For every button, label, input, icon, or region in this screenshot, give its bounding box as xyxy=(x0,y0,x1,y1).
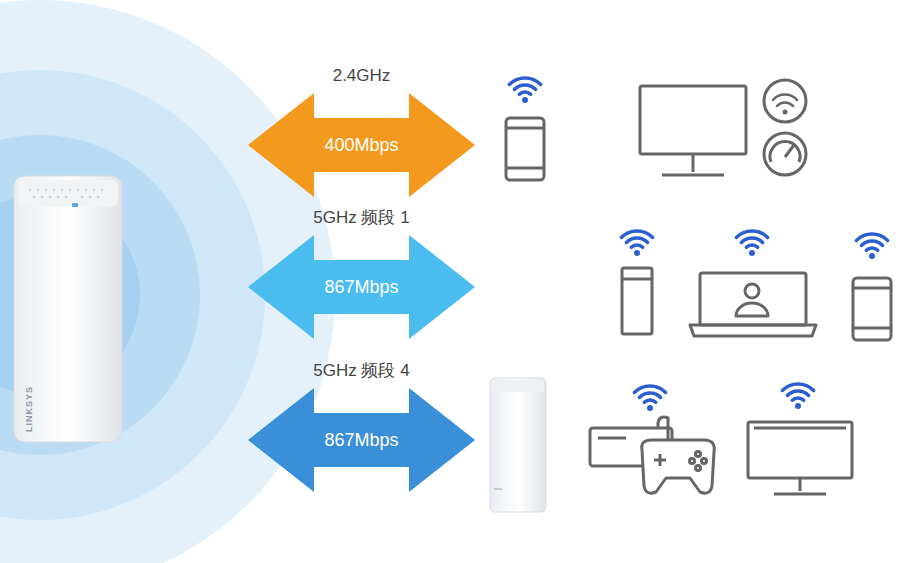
band-arrow: 5GHz 频段 1 867Mbps xyxy=(248,207,475,339)
device-details xyxy=(773,95,797,115)
coverage-ring xyxy=(0,70,265,520)
band-label: 2.4GHz xyxy=(248,65,475,87)
satellite-unit xyxy=(490,378,546,512)
band-arrow: 2.4GHz 400Mbps xyxy=(248,65,475,197)
band-label: 5GHz 频段 1 xyxy=(248,207,475,229)
coverage-ring xyxy=(0,135,200,455)
router-unit xyxy=(14,176,122,442)
band-arrow: 5GHz 频段 4 867Mbps xyxy=(248,360,475,492)
wifi-symbol xyxy=(509,78,887,411)
speed-value: 400Mbps xyxy=(324,135,398,156)
device-icons xyxy=(506,80,891,494)
band-label: 5GHz 频段 4 xyxy=(248,360,475,382)
brand-logo: LINKSYS xyxy=(24,386,34,432)
speed-value: 867Mbps xyxy=(324,277,398,298)
speed-value: 867Mbps xyxy=(324,430,398,451)
